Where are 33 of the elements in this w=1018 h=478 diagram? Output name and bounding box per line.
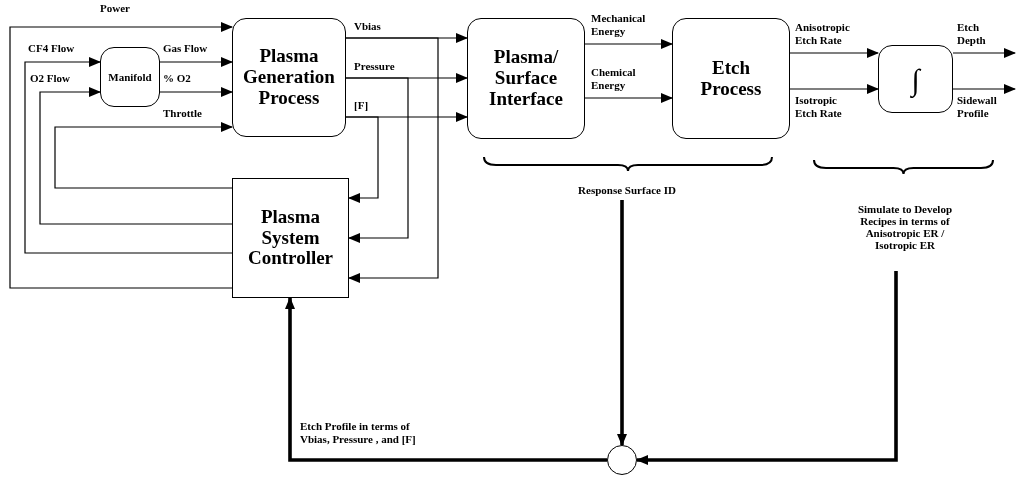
box-label: Plasma System Controller (246, 206, 335, 270)
arrow (9, 22, 233, 289)
arrow (636, 271, 898, 465)
box-label: Etch Process (699, 57, 763, 100)
arrow (789, 84, 879, 94)
arrow (159, 87, 233, 97)
box-label: Plasma Generation Process (242, 46, 336, 109)
box-label: Manifold (108, 70, 152, 84)
arrow (345, 37, 439, 283)
arrow (584, 93, 673, 103)
box-label: ∫ (911, 62, 920, 96)
box-label: Plasma/ Surface Interface (488, 47, 564, 110)
arrow (952, 84, 1016, 94)
arrow (54, 122, 233, 189)
arrow (159, 57, 233, 67)
summing-junction (607, 445, 637, 475)
process-box (467, 18, 585, 139)
process-box (100, 47, 160, 107)
arrow (345, 77, 409, 243)
arrow (789, 48, 879, 58)
arrow (617, 200, 627, 446)
process-box (672, 18, 790, 139)
arrow (24, 57, 233, 254)
process-box (232, 18, 346, 137)
note-text: Simulate to Develop Recipes in terms of Anisotropic ER / Isotropic ER (856, 202, 954, 252)
arrow (952, 48, 1016, 58)
arrow (584, 39, 673, 49)
integrator-box (878, 45, 953, 113)
process-box (232, 178, 349, 298)
arrow (39, 87, 233, 225)
arrow (345, 116, 379, 203)
arrow (285, 297, 607, 462)
note-text: Response Surface ID (578, 183, 676, 197)
